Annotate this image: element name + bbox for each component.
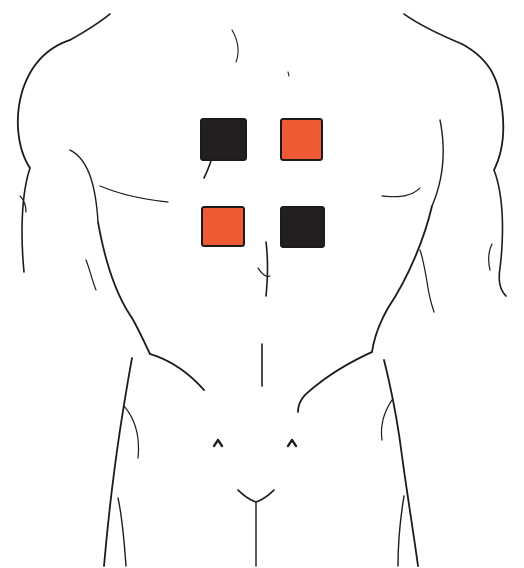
spine-upper: [232, 30, 238, 62]
electrode-pad-upper-right: [280, 118, 323, 161]
left-hip-inner-line: [124, 406, 138, 458]
left-thigh-line: [118, 498, 126, 566]
left-arm-outer-line: [22, 168, 30, 272]
spine-mid-left: [204, 158, 212, 178]
left-arm-inner-line: [70, 150, 98, 222]
left-armpit-hatch: [86, 260, 96, 290]
left-scapula-line: [100, 186, 168, 202]
spine-dot: [288, 72, 289, 76]
neck-right-line: [404, 14, 462, 44]
left-waist-line: [150, 354, 204, 390]
right-hip-inner-line: [381, 400, 392, 440]
right-thigh-line: [398, 496, 404, 566]
right-dimple: [288, 440, 296, 446]
electrode-pad-lower-right: [280, 206, 325, 248]
spine-mid-right: [266, 242, 268, 296]
electrode-pad-upper-left: [200, 118, 247, 161]
right-armpit-hatch: [420, 250, 434, 312]
right-shoulder-line: [462, 44, 503, 170]
gluteal-cleft-right: [256, 490, 274, 502]
right-scapula-line: [382, 188, 420, 197]
right-arm-outer-line: [494, 170, 506, 296]
right-arm-inner-line: [432, 120, 443, 206]
gluteal-cleft-left: [238, 490, 256, 502]
neck-left-line: [70, 14, 110, 40]
right-waist-line: [298, 352, 372, 412]
right-lat-line: [372, 206, 432, 352]
right-arm-crease: [489, 244, 492, 270]
left-shoulder-line: [18, 40, 70, 168]
electrode-pad-lower-left: [201, 206, 245, 247]
left-dimple: [214, 440, 222, 446]
right-hip-outer-line: [384, 360, 418, 566]
left-lat-line: [98, 222, 150, 354]
left-hip-outer-line: [104, 358, 132, 566]
